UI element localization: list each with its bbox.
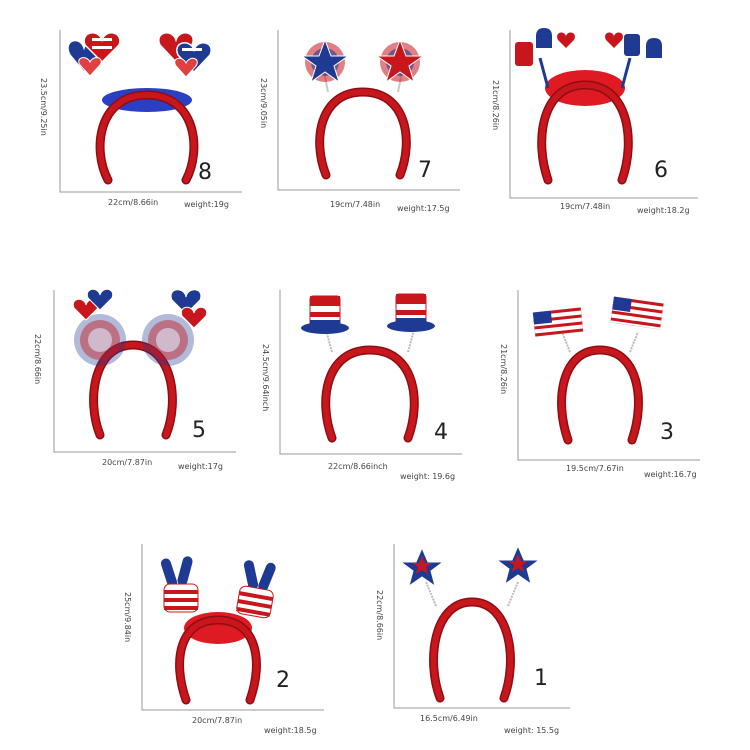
product-panel-5: 22cm/8.66in 20cm/7.87in weight:17g 5 (0, 260, 250, 490)
width-label: 20cm/7.87in (192, 716, 243, 725)
height-label: 23cm/9.05in (259, 78, 268, 129)
star-tinsel-icon (375, 38, 425, 84)
product-panel-3: 21cm/8.26in 19.5cm/7.67in weight:16.7g 3 (499, 260, 750, 490)
flag-icon (610, 296, 664, 330)
product-number: 5 (192, 418, 206, 443)
height-label: 21cm/8.26in (499, 344, 508, 395)
usa-letters-icon (605, 32, 662, 58)
product-panel-6: 21cm/8.26in 19cm/7.48in weight:18.2g 6 (491, 0, 750, 230)
product-number: 2 (276, 668, 290, 693)
usa-letters-icon (515, 28, 575, 66)
headband-4-image (279, 290, 462, 455)
peace-hand-icon (236, 560, 276, 619)
headband-5-image (53, 288, 236, 453)
heart-balloons-icon (158, 32, 212, 78)
width-label: 20cm/7.87in (102, 458, 153, 467)
product-number: 3 (660, 420, 674, 445)
width-label: 22cm/8.66in (108, 198, 159, 207)
flag-icon (532, 307, 584, 337)
height-label: 23.5cm/9.25in (39, 78, 48, 136)
width-label: 19cm/7.48in (560, 202, 611, 211)
product-number: 7 (418, 158, 432, 183)
heart-pompom-icon (72, 288, 126, 366)
height-label: 22cm/8.66in (33, 334, 42, 385)
headband-3-image (517, 290, 700, 461)
top-hat-icon (387, 293, 435, 332)
weight-label: weight:17.5g (397, 204, 450, 213)
weight-label: weight:18.2g (637, 206, 690, 215)
heart-balloons-icon (67, 32, 121, 77)
height-label: 22cm/8.66in (375, 590, 384, 641)
product-number: 6 (654, 158, 668, 183)
weight-label: weight: 15.5g (504, 726, 560, 735)
peace-hand-icon (160, 556, 199, 613)
headband-8-image (59, 30, 242, 193)
product-number: 1 (534, 666, 548, 691)
weight-label: weight:18.5g (264, 726, 317, 735)
weight-label: weight:19g (184, 200, 229, 209)
width-label: 22cm/8.66inch (328, 462, 388, 471)
star-icon (495, 544, 541, 586)
height-label: 24.5cm/9.64inch (261, 344, 270, 412)
height-label: 25cm/9.84in (123, 592, 132, 643)
top-hat-icon (301, 295, 349, 334)
weight-label: weight: 19.6g (400, 472, 456, 481)
width-label: 19.5cm/7.67in (566, 464, 624, 473)
product-panel-2: 25cm/9.84in 20cm/7.87in weight:18.5g 2 (120, 530, 370, 750)
star-icon (399, 546, 445, 588)
product-number: 4 (434, 420, 448, 445)
product-panel-8: 23.5cm/9.25in 22cm/8.66in weight:19g 8 (0, 0, 250, 230)
height-label: 21cm/8.26in (491, 80, 500, 131)
weight-label: weight:16.7g (644, 470, 697, 479)
weight-label: weight:17g (178, 462, 223, 471)
product-panel-4: 24.5cm/9.64inch 22cm/8.66inch weight: 19… (250, 260, 500, 490)
product-panel-1: 22cm/8.66in 16.5cm/6.49in weight: 15.5g … (375, 530, 630, 750)
product-panel-7: 23cm/9.05in 19cm/7.48in weight:17.5g 7 (250, 0, 500, 230)
star-tinsel-icon (300, 38, 350, 84)
heart-pompom-icon (142, 289, 208, 366)
headband-2-image (141, 544, 324, 711)
headband-6-image (509, 28, 698, 199)
headband-7-image (277, 30, 460, 191)
headband-1-image (393, 544, 570, 709)
product-number: 8 (198, 160, 212, 185)
width-label: 19cm/7.48in (330, 200, 381, 209)
width-label: 16.5cm/6.49in (420, 714, 478, 723)
